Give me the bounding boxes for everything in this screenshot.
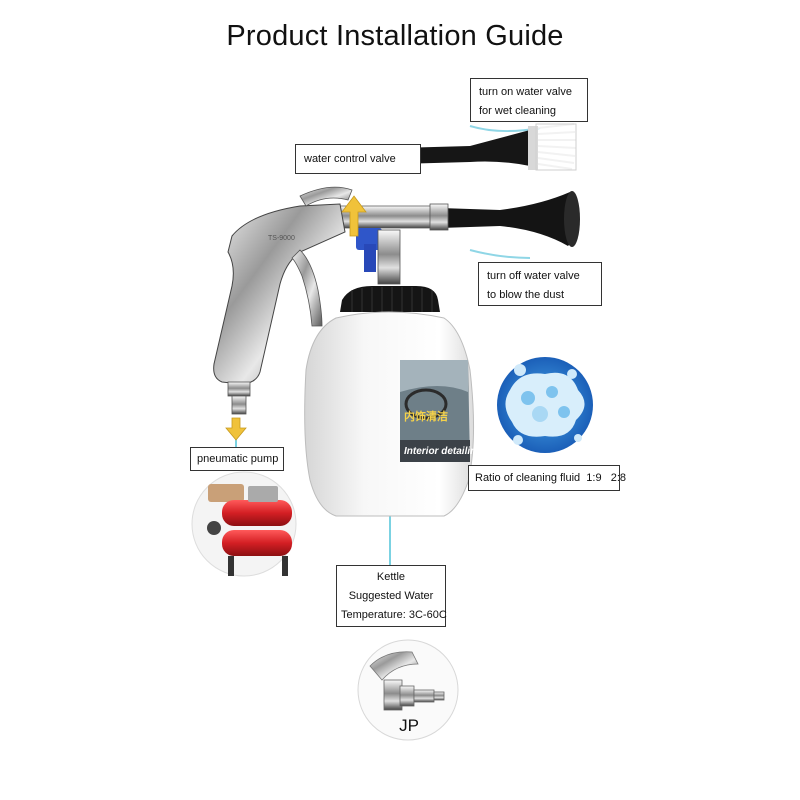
leader-line-dust bbox=[469, 249, 531, 259]
callout-ratio: Ratio of cleaning fluid 1:9 2:8 bbox=[468, 465, 627, 491]
water-control-valve bbox=[356, 228, 401, 285]
arrow-air-icon bbox=[225, 417, 247, 441]
callout-blow-dust: turn off water valve to blow the dust bbox=[478, 262, 602, 306]
pneumatic-pump-icon bbox=[191, 471, 297, 577]
connector-label: JP bbox=[399, 716, 419, 735]
callout-water-control: water control valve bbox=[295, 144, 421, 174]
callout-dust-line-2: to blow the dust bbox=[487, 289, 565, 301]
callout-wet-line-2: for wet cleaning bbox=[479, 105, 557, 117]
page-title: Product Installation Guide bbox=[226, 20, 564, 52]
gun-marking: TS-9000 bbox=[268, 235, 295, 242]
air-inlet-fitting bbox=[227, 381, 251, 415]
callout-water-control-text: water control valve bbox=[304, 153, 396, 165]
callout-kettle-line-3: Temperature: 3C-60C bbox=[341, 609, 447, 621]
kettle-bottle: 内饰清洁 Interior detailing bbox=[304, 286, 482, 517]
cleaning-foam-icon bbox=[497, 357, 593, 453]
bottle-label-english: Interior detailing bbox=[404, 446, 482, 457]
callout-kettle: Kettle Suggested Water Temperature: 3C-6… bbox=[336, 565, 447, 627]
callout-kettle-line-2: Suggested Water bbox=[348, 590, 434, 602]
callout-pneumatic-pump: pneumatic pump bbox=[190, 447, 284, 471]
callout-dust-line-1: turn off water valve bbox=[487, 270, 580, 282]
callout-pump-text: pneumatic pump bbox=[197, 453, 279, 465]
jp-connector-icon bbox=[357, 639, 459, 741]
callout-ratio-text: Ratio of cleaning fluid 1:9 2:8 bbox=[475, 472, 627, 484]
spray-gun-body: TS-9000 bbox=[213, 186, 353, 385]
callout-kettle-line-1: Kettle bbox=[376, 571, 406, 583]
bottle-label-chinese: 内饰清洁 bbox=[404, 409, 448, 423]
bell-nozzle bbox=[440, 191, 580, 247]
arrow-valve-icon bbox=[341, 195, 367, 237]
callout-wet-line-1: turn on water valve bbox=[479, 86, 572, 98]
callout-wet-cleaning: turn on water valve for wet cleaning bbox=[470, 78, 588, 122]
